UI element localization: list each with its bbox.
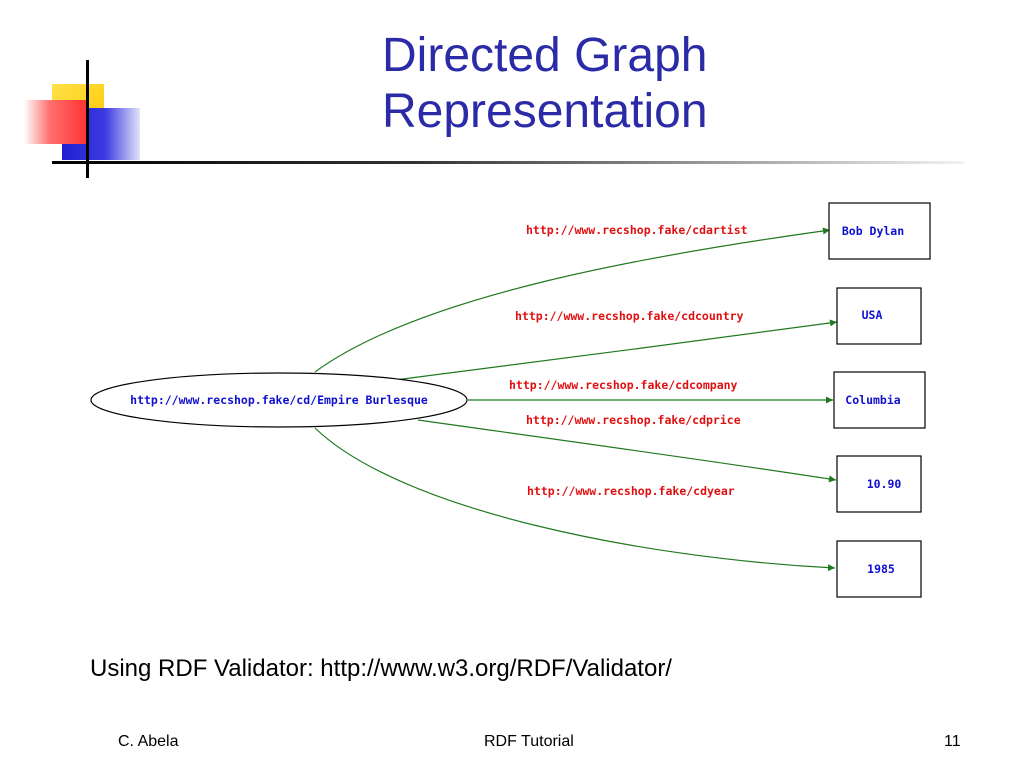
footer-author: C. Abela [118, 733, 179, 750]
title-underline [52, 161, 964, 164]
predicate-label-cdcountry: http://www.recshop.fake/cdcountry [515, 309, 744, 323]
footer-title: RDF Tutorial [484, 733, 574, 750]
logo-red-square [24, 100, 88, 144]
object-node-usa [836, 287, 922, 345]
object-node-bob-dylan-label: Bob Dylan [842, 224, 904, 238]
object-node-columbia [833, 371, 926, 429]
subject-node [90, 372, 468, 428]
object-node-usa-label: USA [862, 308, 883, 322]
predicate-label-cdartist: http://www.recshop.fake/cdartist [526, 223, 748, 237]
graph-edge-cdartist [314, 227, 831, 373]
object-node-price-label: 10.90 [867, 477, 902, 491]
object-node-price [836, 455, 922, 513]
validator-caption: Using RDF Validator: http://www.w3.org/R… [90, 655, 672, 682]
slide-title-line-1: Directed Graph [382, 29, 708, 82]
predicate-label-cdyear: http://www.recshop.fake/cdyear [527, 484, 735, 498]
slide-title: Directed Graph Representation [382, 28, 982, 140]
graph-edge-cdyear [314, 427, 836, 572]
object-node-bob-dylan [828, 202, 931, 260]
predicate-label-cdcompany: http://www.recshop.fake/cdcompany [509, 378, 738, 392]
subject-node-label: http://www.recshop.fake/cd/Empire Burles… [130, 393, 428, 407]
object-node-year-label: 1985 [867, 562, 895, 576]
graph-edge-cdprice [417, 419, 837, 483]
graph-edge-cdcountry [394, 319, 838, 381]
predicate-label-cdprice: http://www.recshop.fake/cdprice [526, 413, 741, 427]
logo-vertical-rule [86, 60, 89, 178]
object-node-year [836, 540, 922, 598]
footer-page-number: 11 [944, 733, 961, 750]
object-node-columbia-label: Columbia [845, 393, 900, 407]
slide-title-line-2: Representation [382, 85, 708, 138]
